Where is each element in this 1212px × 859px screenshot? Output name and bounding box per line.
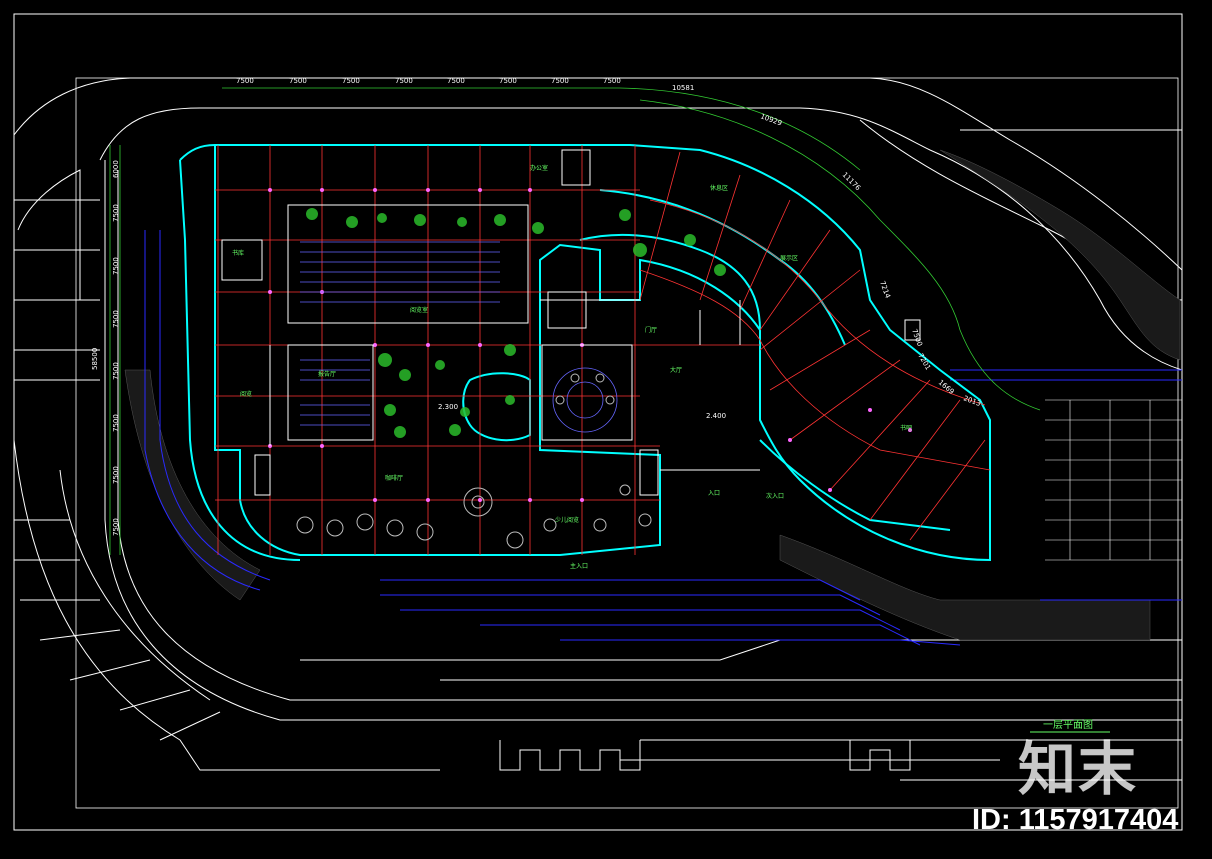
dim-left-2: 7500 bbox=[112, 204, 120, 222]
dim-left-6: 7500 bbox=[112, 414, 120, 432]
garden-trees bbox=[306, 208, 726, 438]
dim-left-1: 6000 bbox=[112, 160, 120, 178]
dim-top-2: 7500 bbox=[289, 77, 307, 85]
room-label: 办公室 bbox=[530, 164, 548, 172]
dim-right-3: 7500 bbox=[910, 328, 924, 347]
lounge-furniture bbox=[296, 373, 652, 549]
reading-desks bbox=[300, 241, 618, 433]
dim-radial-3: 11176 bbox=[841, 171, 863, 193]
dim-radial-1: 10581 bbox=[672, 84, 694, 92]
dim-radial-2: 10929 bbox=[759, 112, 783, 127]
room-label: 咖啡厅 bbox=[385, 474, 403, 482]
dim-left-3: 7500 bbox=[112, 257, 120, 275]
elevation-courtyard: 2.300 bbox=[438, 403, 458, 411]
left-dimension-labels: 58500 6000 7500 7500 7500 7500 7500 7500… bbox=[91, 160, 120, 536]
landscape-hatch bbox=[124, 149, 1181, 641]
room-label: 大厅 bbox=[670, 366, 682, 374]
dim-top-4: 7500 bbox=[395, 77, 413, 85]
dim-top-6: 7500 bbox=[499, 77, 517, 85]
dimension-lines bbox=[109, 87, 1041, 555]
drawing-title: 一层平面图 bbox=[1043, 719, 1093, 731]
parking-stalls bbox=[1045, 399, 1182, 561]
sheet-border bbox=[13, 13, 1183, 831]
dim-right-4: 1669 bbox=[937, 378, 956, 396]
room-label: 展示区 bbox=[780, 255, 798, 262]
room-label: 次入口 bbox=[766, 492, 784, 500]
dim-left-5: 7500 bbox=[112, 362, 120, 380]
interior-partitions bbox=[221, 149, 921, 496]
dim-top-1: 7500 bbox=[236, 77, 254, 85]
column-dots bbox=[268, 188, 912, 502]
dim-left-8: 7500 bbox=[112, 518, 120, 536]
dim-right-1: 7214 bbox=[878, 280, 892, 300]
room-label: 休息区 bbox=[710, 184, 728, 192]
dim-top-3: 7500 bbox=[342, 77, 360, 85]
room-label: 阅览室 bbox=[410, 306, 428, 314]
room-label: 主入口 bbox=[570, 562, 588, 570]
dim-left-total: 58500 bbox=[91, 348, 99, 370]
dim-top-8: 7500 bbox=[603, 77, 621, 85]
site-roads bbox=[13, 77, 1183, 781]
room-label: 入口 bbox=[708, 490, 720, 497]
watermark-brand: 知末 bbox=[1018, 735, 1139, 803]
dim-left-7: 7500 bbox=[112, 466, 120, 484]
room-label: 书库 bbox=[232, 249, 244, 257]
elevation-hall: 2.400 bbox=[706, 412, 726, 420]
room-label: 门厅 bbox=[645, 326, 657, 334]
room-labels: 书库 阅览室 报告厅 大厅 阅览 办公室 休息区 门厅 展示区 书吧 少儿阅览 … bbox=[232, 164, 912, 570]
terrace-steps bbox=[144, 230, 1182, 646]
room-label: 书吧 bbox=[900, 424, 912, 432]
watermark-id: ID: 1157917404 bbox=[972, 804, 1179, 836]
room-label: 少儿阅览 bbox=[555, 516, 579, 524]
room-label: 报告厅 bbox=[318, 370, 336, 378]
dim-right-5: 2013 bbox=[962, 394, 981, 408]
structural-grid bbox=[215, 145, 991, 555]
room-label: 阅览 bbox=[240, 390, 252, 398]
dim-top-7: 7500 bbox=[551, 77, 569, 85]
dim-right-2: 7201 bbox=[916, 352, 932, 371]
dim-left-4: 7500 bbox=[112, 310, 120, 328]
dim-top-5: 7500 bbox=[447, 77, 465, 85]
